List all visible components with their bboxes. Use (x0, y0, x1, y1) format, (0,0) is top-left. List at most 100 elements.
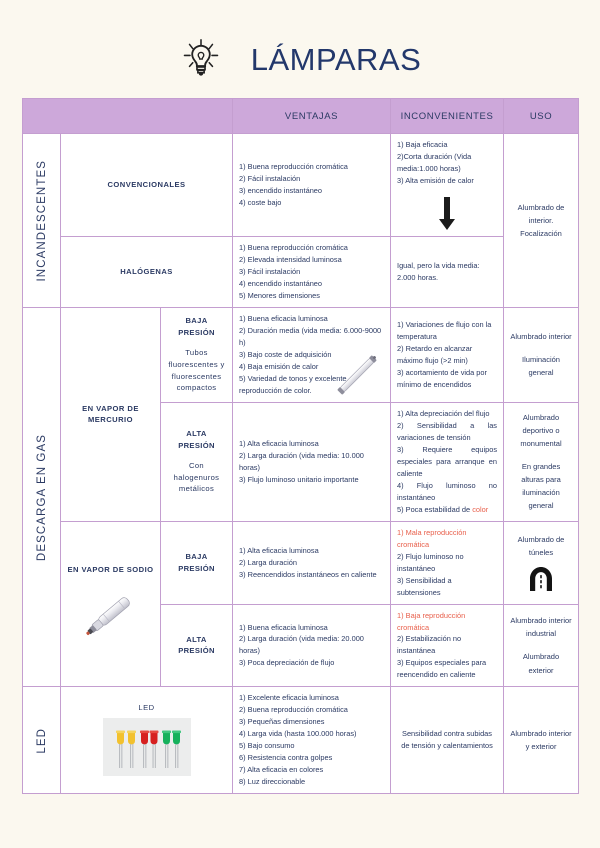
uso-text: Iluminación general (522, 355, 560, 378)
list-item: 3) acortamiento de vida por mínimo de en… (397, 367, 487, 389)
inconvenientes-cell-halogenas: Igual, pero la vida media: 2.000 horas. (390, 235, 505, 308)
lamps-table-container: VENTAJAS INCONVENIENTES USO INCANDESCENT… (21, 98, 580, 795)
list-item: 5) Bajo consumo (239, 741, 295, 751)
uso-text: Focalización (520, 228, 562, 238)
uso-cell-incandescentes: Alumbrado de interior. Focalización (503, 133, 580, 308)
list-item: 3) Alta emisión de calor (397, 175, 474, 185)
lamps-table: VENTAJAS INCONVENIENTES USO INCANDESCENT… (21, 98, 580, 795)
table-row: LED LED (22, 686, 580, 795)
subgroup-cell-mercurio-alta: ALTA PRESIÓN Con halogenuros metálicos (159, 401, 234, 522)
ventajas-cell-convencionales: 1) Buena reproducción cromática 2) Fácil… (232, 133, 392, 237)
subgroup-note: Tubos fluorescentes y fluorescentes comp… (168, 348, 225, 393)
inconvenientes-cell-convencionales: 1) Baja eficacia 2)Corta duración (Vida … (390, 133, 505, 237)
list-item: 3) Requiere equipos especiales para arra… (397, 444, 498, 478)
list-item: 1) Alta depreciación del flujo (397, 408, 490, 418)
list-item: 5) Menores dimensiones (239, 290, 320, 300)
list-item: 8) Luz direccionable (239, 777, 306, 787)
list-item: 3) Poca depreciación de flujo (239, 658, 335, 668)
family-label: DESCARGA EN GAS (35, 433, 48, 561)
list-item: 2) Estabilización no instantánea (397, 634, 462, 656)
group-cell-vapor-mercurio: EN VAPOR DE MERCURIO (60, 306, 161, 522)
uso-text: Alumbrado de túneles (517, 534, 565, 558)
uso-cell-mercurio-baja: Alumbrado interior Iluminación general (503, 306, 580, 403)
inconvenientes-cell-sodio-alta: 1) Baja reproducción cromática 2) Estabi… (390, 603, 505, 688)
table-row: INCANDESCENTES CONVENCIONALES 1) Buena r… (22, 133, 580, 308)
list-item: 4) Baja emisión de calor (239, 361, 319, 371)
group-label: LED (138, 702, 155, 712)
list-item: 2) Sensibilidad a las variaciones de ten… (397, 420, 498, 442)
ventajas-list: 1) Buena eficacia luminosa 2) Larga dura… (239, 622, 384, 670)
ventajas-list: 1) Buena eficacia luminosa 2) Duración m… (239, 313, 384, 397)
list-item: 1) Baja eficacia (397, 140, 448, 149)
ventajas-list: 1) Excelente eficacia luminosa 2) Buena … (239, 692, 384, 788)
list-item: 1) Buena reproducción cromática (239, 162, 348, 171)
list-item: 1) Buena reproducción cromática (239, 242, 348, 252)
list-item: 1) Variaciones de flujo con la temperatu… (397, 319, 492, 341)
list-item: 1) Mala reproducción cromática (397, 527, 467, 549)
list-item: 1) Buena eficacia luminosa (239, 313, 328, 323)
group-label: EN VAPOR DE SODIO (67, 565, 154, 575)
led-lamps-image (102, 717, 191, 776)
family-cell-incandescentes: INCANDESCENTES (22, 133, 61, 308)
list-item: 4) coste bajo (239, 197, 282, 207)
list-item: 1) Excelente eficacia luminosa (239, 693, 339, 703)
family-cell-led: LED (22, 686, 61, 795)
uso-text: En grandes alturas para iluminación gene… (521, 462, 561, 511)
table-row: DESCARGA EN GAS EN VAPOR DE MERCURIO BAJ… (22, 306, 580, 688)
inconvenientes-cell-led: Sensibilidad contra subidas de tensión y… (390, 686, 505, 795)
list-item: 4) Flujo luminoso no instantáneo (397, 480, 498, 502)
table-row: EN VAPOR DE SODIO (23, 520, 580, 688)
ventajas-cell-sodio-alta: 1) Buena eficacia luminosa 2) Larga dura… (232, 603, 392, 688)
table-row: ALTA PRESIÓN 1) Buena eficacia luminosa … (23, 603, 580, 688)
inconvenientes-list: 1) Baja reproducción cromática 2) Estabi… (397, 610, 497, 682)
uso-cell-sodio-alta: Alumbrado interior industrial Alumbrado … (503, 603, 580, 688)
list-item: 2) Elevada intensidad luminosa (239, 254, 342, 264)
uso-cell-mercurio-alta: Alumbrado deportivo o monumental En gran… (503, 401, 580, 522)
header-blank (21, 98, 234, 134)
uso-text: Alumbrado exterior (522, 652, 560, 675)
family-label: INCANDESCENTES (35, 159, 48, 282)
inconvenientes-list: 1) Baja eficacia 2)Corta duración (Vida … (397, 139, 497, 187)
inconvenientes-cell-mercurio-alta: 1) Alta depreciación del flujo 2) Sensib… (390, 401, 505, 522)
list-item: 2) Buena reproducción cromática (239, 705, 348, 715)
ventajas-cell-sodio-baja: 1) Alta eficacia luminosa 2) Larga durac… (232, 520, 392, 605)
list-item: 3) Bajo coste de adquisición (239, 349, 332, 359)
group-cell-convencionales: CONVENCIONALES (59, 133, 234, 237)
list-item: 5) Variedad de tonos y excelente reprodu… (239, 373, 347, 395)
list-item: 7) Alta eficacia en colores (239, 765, 324, 775)
list-item: 6) Resistencia contra golpes (239, 753, 333, 763)
subgroup-cell-sodio-baja: BAJA PRESIÓN (159, 520, 234, 605)
ventajas-list: 1) Alta eficacia luminosa 2) Larga durac… (239, 438, 384, 486)
ventajas-cell-mercurio-baja: 1) Buena eficacia luminosa 2) Duración m… (232, 306, 392, 403)
ventajas-list: 1) Alta eficacia luminosa 2) Larga durac… (239, 545, 384, 581)
page-title: LÁMPARAS (250, 42, 422, 77)
list-item: 1) Alta eficacia luminosa (239, 438, 319, 448)
tunnel-icon (530, 567, 553, 592)
group-label: EN VAPOR DE MERCURIO (82, 403, 139, 425)
list-item: 1) Baja reproducción cromática (397, 610, 466, 632)
page-header: LÁMPARAS (0, 24, 600, 96)
list-item: 2) Duración media (vida media: 6.000-900… (239, 325, 382, 347)
list-item: 5) Poca estabilidad de color (397, 504, 497, 516)
led-illustration-wrap: LED (67, 703, 226, 778)
list-item-text: 5) Poca estabilidad de (397, 504, 473, 514)
ventajas-cell-halogenas: 1) Buena reproducción cromática 2) Eleva… (232, 235, 392, 308)
table-header: VENTAJAS INCONVENIENTES USO (21, 98, 580, 134)
inconvenientes-list: 1) Mala reproducción cromática 2) Flujo … (397, 527, 497, 599)
list-item: 2) Larga duración (239, 557, 297, 567)
group-cell-led: LED (59, 686, 234, 795)
uso-text: Alumbrado interior industrial (510, 616, 572, 639)
inconvenientes-list: 1) Variaciones de flujo con la temperatu… (397, 319, 497, 391)
ventajas-cell-led: 1) Excelente eficacia luminosa 2) Buena … (232, 686, 392, 795)
table-body: INCANDESCENTES CONVENCIONALES 1) Buena r… (22, 133, 580, 795)
list-item: 2) Larga duración (vida media: 10.000 ho… (239, 450, 364, 472)
subgroup-label: BAJA PRESIÓN (178, 552, 215, 573)
header-uso: USO (503, 98, 580, 134)
list-item: 2) Fácil instalación (239, 173, 301, 183)
subgroup-cell-sodio-alta: ALTA PRESIÓN (159, 603, 234, 688)
list-item: 4) Larga vida (hasta 100.000 horas) (239, 729, 357, 739)
uso-cell-sodio-baja: Alumbrado de túneles (503, 520, 580, 605)
ventajas-cell-mercurio-alta: 1) Alta eficacia luminosa 2) Larga durac… (232, 401, 392, 522)
list-item: 3) Sensibilidad a subtensiones (397, 575, 452, 597)
